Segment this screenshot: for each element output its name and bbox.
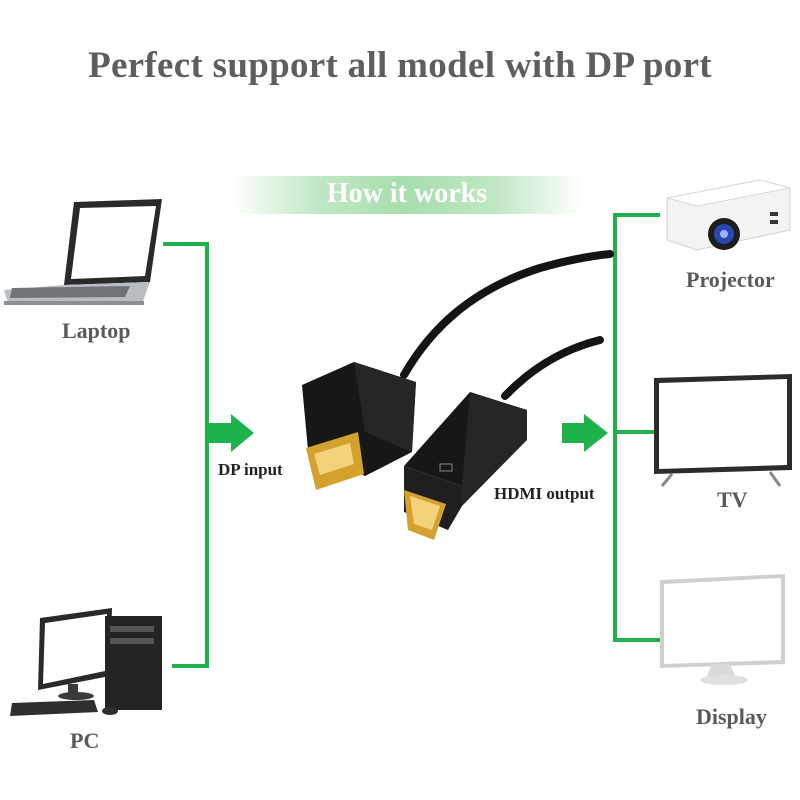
display-label: Display	[696, 704, 767, 729]
banner-text: How it works	[326, 178, 488, 209]
cable-wires	[400, 250, 614, 400]
laptop-icon	[4, 199, 162, 305]
right-connector-lines	[613, 213, 660, 642]
display-monitor-icon	[660, 574, 785, 685]
page-title: Perfect support all model with DP port	[88, 45, 712, 86]
output-arrow-icon	[562, 414, 608, 452]
projector-label: Projector	[686, 267, 775, 292]
how-it-works-banner: How it works	[232, 176, 582, 214]
tv-label: TV	[717, 487, 748, 512]
dp-input-label: DP input	[218, 460, 283, 479]
left-connector-lines	[163, 242, 209, 668]
displayport-plug-icon	[302, 362, 416, 490]
projector-icon	[666, 179, 791, 251]
tv-icon	[654, 374, 792, 487]
hdmi-plug-icon	[404, 392, 527, 540]
pc-icon	[10, 608, 162, 716]
input-arrow-icon	[209, 414, 254, 452]
pc-label: PC	[70, 728, 100, 753]
hdmi-output-label: HDMI output	[494, 484, 595, 503]
laptop-label: Laptop	[62, 318, 131, 343]
